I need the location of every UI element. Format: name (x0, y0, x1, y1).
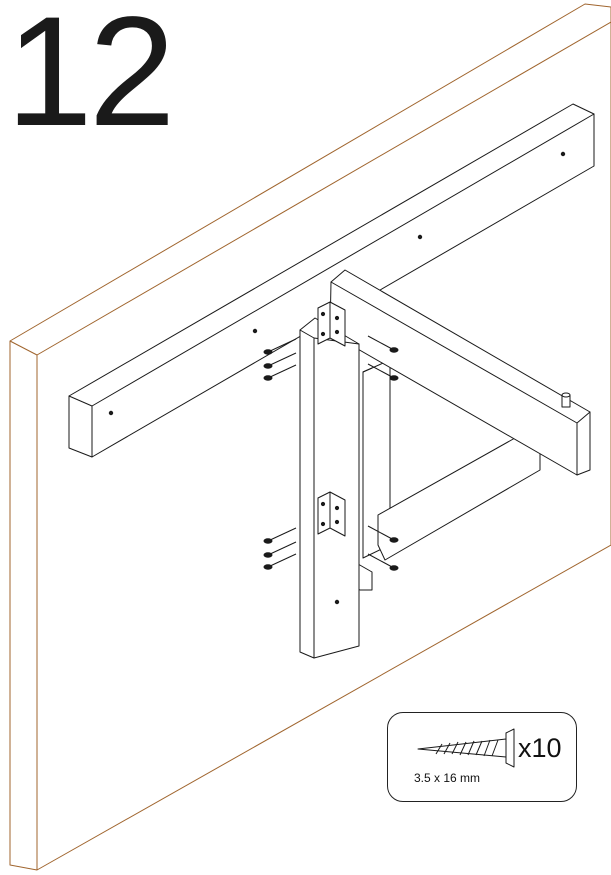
corner-bracket-bottom (317, 491, 346, 537)
screw-icon (263, 552, 273, 558)
screw-size: 3.5 x 16 mm (414, 771, 481, 785)
screw-icon (263, 363, 273, 369)
screw-quantity: x10 (518, 733, 562, 763)
screw-icon (263, 564, 273, 570)
screw-icon (263, 349, 273, 355)
screw-icon (389, 537, 399, 543)
wood-screw-icon (417, 728, 515, 768)
screws (263, 335, 399, 571)
step-number: 12 (6, 0, 176, 159)
hole (252, 328, 258, 334)
hole (334, 599, 340, 605)
screw-icon (389, 375, 399, 381)
screw-icon (389, 565, 399, 571)
pilot-holes (108, 151, 566, 605)
vertical-upright (299, 317, 360, 659)
hole (417, 234, 423, 240)
screw-icon (263, 375, 273, 381)
hole (108, 410, 114, 416)
hardware-callout: x10 3.5 x 16 mm (387, 712, 577, 802)
screw-icon (263, 538, 273, 544)
corner-bracket-top (317, 301, 346, 347)
dowel-peg (561, 392, 571, 408)
hole (560, 151, 566, 157)
screw-icon (389, 347, 399, 353)
top-rail (68, 103, 595, 458)
